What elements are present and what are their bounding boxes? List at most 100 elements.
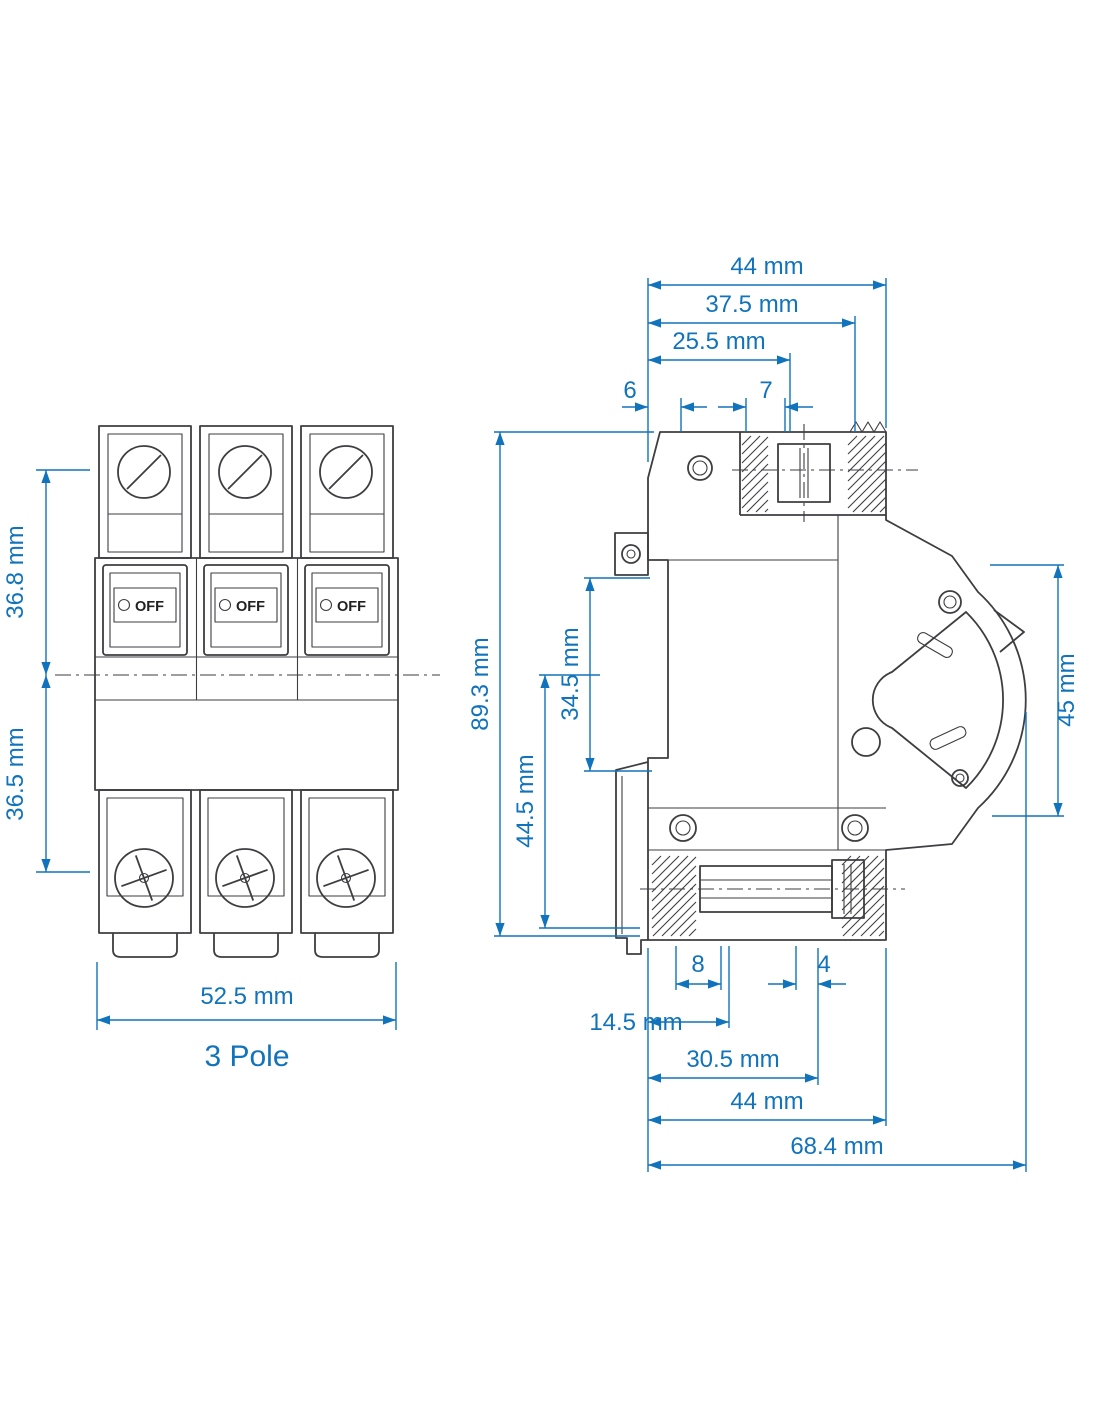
top-terminal-recess <box>208 433 284 553</box>
hatch-line <box>679 919 697 937</box>
dimension-arrow <box>648 280 661 290</box>
screw-center <box>340 872 352 884</box>
bottom-terminal-recess <box>106 797 184 897</box>
switch-recess <box>311 572 383 648</box>
bottom-terminal-screw <box>114 848 174 908</box>
top-terminal-section <box>732 421 918 522</box>
screw-inner <box>847 820 863 836</box>
hatch-line <box>651 874 697 920</box>
screw-inner <box>675 820 691 836</box>
hatch-line <box>741 463 769 491</box>
hatch-line <box>861 487 887 513</box>
hatch-line <box>841 858 885 902</box>
hatch-line <box>841 867 885 911</box>
screw-center <box>138 872 150 884</box>
dimension-arrow <box>676 979 689 989</box>
dimension-arrow <box>716 1017 729 1027</box>
bottom-terminal-recess <box>207 797 285 897</box>
hatch-line <box>870 496 887 513</box>
lever-slot <box>917 632 953 658</box>
front-body <box>94 557 399 791</box>
side-view <box>614 421 1027 955</box>
dim-label-37-5: 37.5 mm <box>705 291 798 318</box>
rail-catch-rivet-icon <box>621 544 641 564</box>
bottom-terminal-body <box>199 789 293 934</box>
dimension-arrow <box>648 355 661 365</box>
bottom-clip <box>314 933 380 958</box>
bottom-terminal-screw <box>316 848 376 908</box>
hatch-line <box>746 490 769 513</box>
top-rail-catch <box>614 532 649 576</box>
dimension-arrow <box>818 979 831 989</box>
dimension-arrow <box>873 280 886 290</box>
din-clip <box>615 761 649 955</box>
terminal-screw-body <box>777 443 831 503</box>
hatch-line <box>841 876 885 920</box>
dimension-arrow <box>1053 803 1063 816</box>
hatch-line <box>741 481 769 509</box>
hatch-line <box>879 505 887 513</box>
dimension-arrow <box>648 1073 661 1083</box>
dimension-arrow <box>495 432 505 445</box>
dim-label-34-5: 34.5 mm <box>557 627 584 720</box>
dimension-arrow <box>1053 565 1063 578</box>
dimension-arrow <box>783 979 796 989</box>
dimension-arrow <box>648 1017 661 1027</box>
hatch-line <box>651 865 697 911</box>
hatch-line <box>741 435 752 446</box>
dim-label-25-5: 25.5 mm <box>672 328 765 355</box>
hatch-line <box>651 856 697 902</box>
knurl-icon <box>849 421 887 433</box>
top-terminal-screw <box>319 445 373 499</box>
bottom-terminal-screw <box>215 848 275 908</box>
hatch-line <box>764 508 769 513</box>
hatch-line <box>651 855 671 875</box>
dimension-arrow <box>873 1115 886 1125</box>
hatch-line <box>847 469 887 509</box>
lever-sector <box>871 611 1004 789</box>
hatch-line <box>847 435 867 455</box>
screw-inner <box>943 595 957 609</box>
dim-label-36-8: 36.8 mm <box>2 525 29 618</box>
front-pole-2: OFF <box>199 425 293 958</box>
dimension-arrow <box>41 675 51 688</box>
dim-label-14-5: 14.5 mm <box>589 1009 682 1036</box>
dimension-arrow <box>585 578 595 591</box>
hatch-top-right <box>847 435 887 513</box>
dimension-arrow <box>495 923 505 936</box>
dimension-arrow <box>785 402 798 412</box>
dim-label-8: 8 <box>691 951 704 978</box>
bottom-clip <box>213 933 279 958</box>
dimension-arrow <box>805 1073 818 1083</box>
hatch-line <box>741 445 769 473</box>
hatch-bottom-left <box>651 855 697 937</box>
dim-label-30-5: 30.5 mm <box>686 1046 779 1073</box>
screw-inner <box>692 460 708 476</box>
front-pole-1: OFF <box>98 425 192 958</box>
hatch-line <box>841 885 885 929</box>
dim-label-36-5: 36.5 mm <box>2 727 29 820</box>
dim-label-45: 45 mm <box>1053 653 1080 726</box>
hatch-line <box>852 478 887 513</box>
side-outline <box>647 431 1027 941</box>
bottom-clip <box>112 933 178 958</box>
dimension-arrow <box>648 318 661 328</box>
screw-center <box>239 872 251 884</box>
hatch-line <box>841 855 879 893</box>
dimension-arrow <box>41 470 51 483</box>
off-label: OFF <box>135 599 164 615</box>
switch-module-face <box>304 564 390 656</box>
top-terminal-recess <box>309 433 385 553</box>
off-label: OFF <box>236 599 265 615</box>
screw-outer <box>687 455 713 481</box>
dimension-arrow <box>635 402 648 412</box>
hatch-line <box>847 435 858 446</box>
dimension-arrow <box>648 1160 661 1170</box>
hatch-line <box>847 435 876 464</box>
dimension-arrow <box>383 1015 396 1025</box>
dim-label-44-top: 44 mm <box>730 253 803 280</box>
dim-label-89-3: 89.3 mm <box>467 637 494 730</box>
hatch-line <box>652 892 697 937</box>
